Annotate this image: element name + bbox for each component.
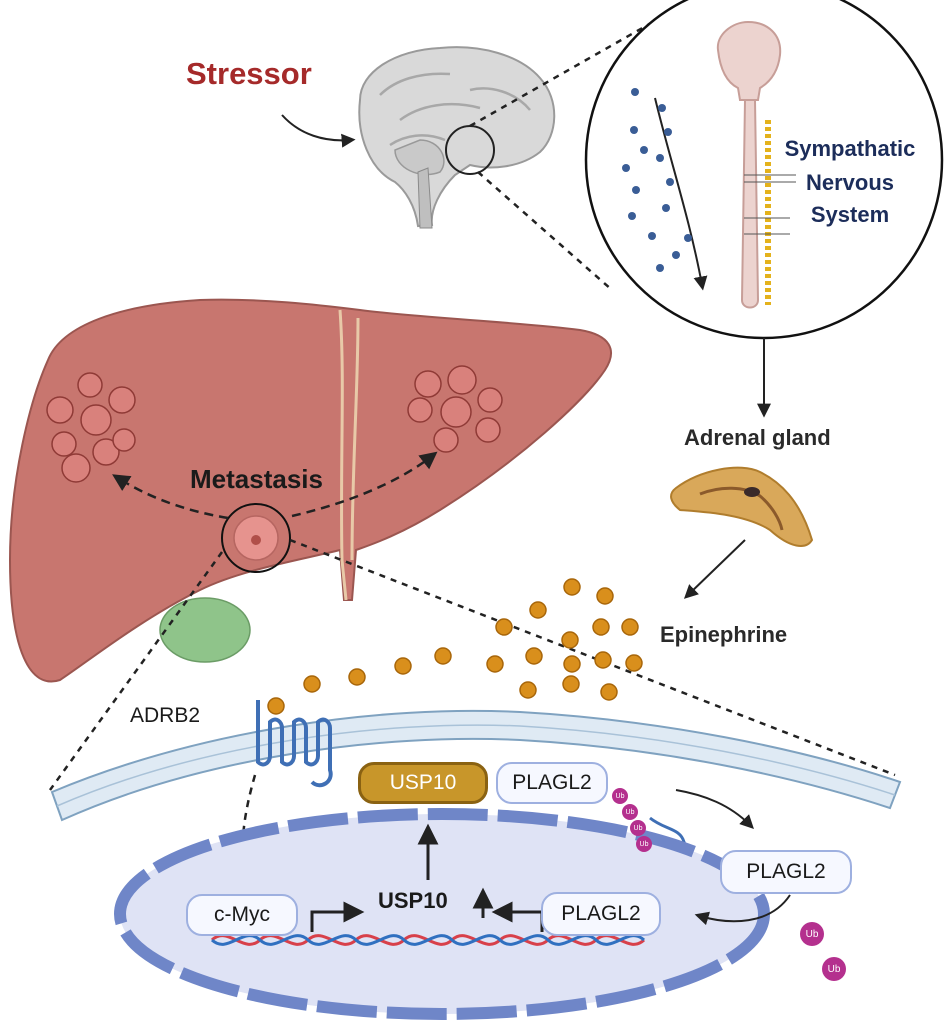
epinephrine-label: Epinephrine (660, 622, 788, 647)
cmyc-pill: c-Myc (186, 894, 298, 936)
ubiquitin-icon: Ub (822, 957, 846, 981)
plagl2-nuclear-pill: PLAGL2 (541, 892, 661, 936)
nucleus (114, 808, 770, 1020)
usp10-gene-label: USP10 (378, 888, 448, 913)
stressor-arrow (281, 114, 356, 148)
ubiquitin-icon: Ub (630, 820, 646, 836)
sns-label-line3: System (810, 202, 890, 227)
sns-zoom-circle (584, 0, 944, 340)
liver-icon (8, 298, 612, 683)
plagl2-free-pill: PLAGL2 (720, 850, 852, 894)
ubiquitin-icon: Ub (622, 804, 638, 820)
metastasis-label: Metastasis (190, 464, 323, 494)
spinal-cord-icon (716, 20, 782, 309)
adrenal-gland-icon (670, 466, 814, 547)
ubiquitin-icon: Ub (636, 836, 652, 852)
adrenal-gland-label: Adrenal gland (684, 425, 831, 450)
adrb2-label: ADRB2 (130, 704, 201, 727)
cell-membrane (50, 709, 902, 822)
stressor-label: Stressor (186, 56, 312, 91)
sns-label-line2: Nervous (805, 170, 895, 195)
ubiquitin-icon: Ub (800, 922, 824, 946)
sns-label-line1: Sympathatic (784, 136, 916, 161)
brain-icon (358, 46, 556, 229)
dna-icon (210, 934, 646, 946)
usp10-protein-pill: USP10 (358, 762, 488, 804)
receptor-icon (255, 699, 333, 788)
ubiquitin-icon: Ub (612, 788, 628, 804)
plagl2-membrane-pill: PLAGL2 (496, 762, 608, 804)
epinephrine-molecules (267, 578, 643, 715)
